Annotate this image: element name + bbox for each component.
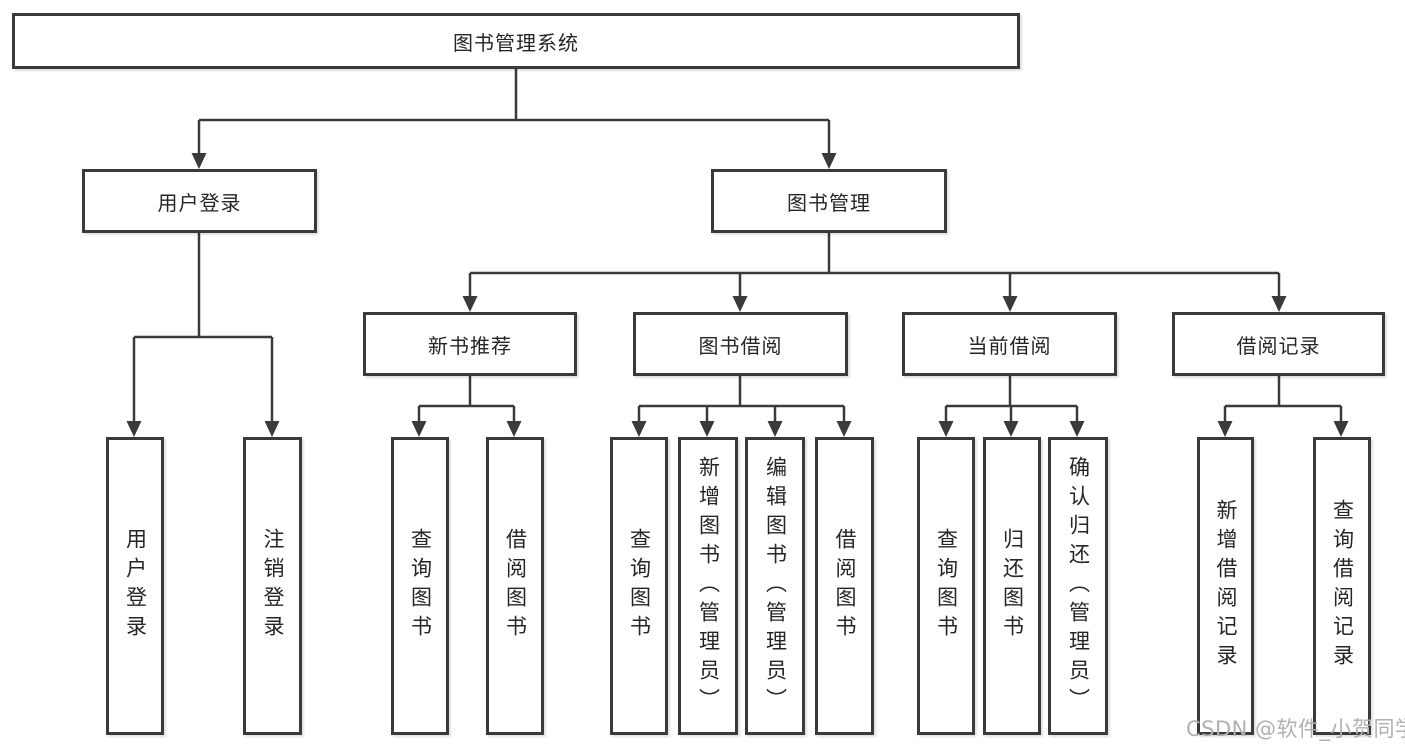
node-current-borrowing: 当前借阅 (902, 312, 1117, 376)
node-borrowing-records: 借阅记录 (1172, 312, 1385, 376)
node-query-books-recommend-label: 查询图书 (408, 528, 433, 644)
node-borrowing-records-label: 借阅记录 (1236, 333, 1321, 358)
node-add-books-admin: 新增图书（管理员） (678, 437, 738, 735)
node-book-management: 图书管理 (711, 169, 947, 233)
node-logout-label: 注销登录 (261, 528, 285, 644)
node-return-books: 归还图书 (983, 437, 1041, 735)
node-new-book-recommend: 新书推荐 (363, 312, 577, 376)
node-confirm-return-admin-label: 确认归还（管理员） (1066, 455, 1091, 717)
node-library-system: 图书管理系统 (12, 13, 1020, 69)
node-query-books-borrowing-label: 查询图书 (627, 528, 652, 644)
node-user-login: 用户登录 (106, 437, 164, 735)
node-query-borrow-record-label: 查询借阅记录 (1330, 499, 1355, 673)
node-query-books-current: 查询图书 (917, 437, 975, 735)
node-query-books-borrowing: 查询图书 (610, 437, 668, 735)
node-query-borrow-record: 查询借阅记录 (1313, 437, 1371, 735)
node-query-books-recommend: 查询图书 (391, 437, 449, 735)
node-new-book-recommend-label: 新书推荐 (428, 333, 512, 358)
node-borrow-books-recommend: 借阅图书 (486, 437, 544, 735)
node-logout: 注销登录 (243, 437, 302, 735)
node-book-borrowing: 图书借阅 (633, 312, 848, 376)
node-add-borrow-record: 新增借阅记录 (1197, 437, 1254, 735)
watermark-text: CSDN @软件_小贺同学 (1186, 717, 1405, 741)
node-borrow-books-borrowing: 借阅图书 (815, 437, 874, 735)
node-library-system-label: 图书管理系统 (453, 30, 579, 55)
node-user-login-label: 用户登录 (123, 528, 148, 644)
node-confirm-return-admin: 确认归还（管理员） (1048, 437, 1108, 735)
node-query-books-current-label: 查询图书 (934, 528, 959, 644)
node-edit-books-admin-label: 编辑图书（管理员） (763, 455, 788, 717)
node-edit-books-admin: 编辑图书（管理员） (745, 437, 805, 735)
node-book-borrowing-label: 图书借阅 (698, 333, 783, 358)
node-add-books-admin-label: 新增图书（管理员） (696, 455, 721, 717)
node-add-borrow-record-label: 新增借阅记录 (1214, 499, 1238, 673)
node-return-books-label: 归还图书 (1000, 528, 1025, 644)
node-borrow-books-recommend-label: 借阅图书 (503, 528, 528, 644)
node-user-login-branch-label: 用户登录 (157, 190, 242, 215)
node-borrow-books-borrowing-label: 借阅图书 (833, 528, 857, 644)
node-current-borrowing-label: 当前借阅 (967, 333, 1052, 358)
node-book-management-label: 图书管理 (787, 190, 871, 215)
node-user-login-branch: 用户登录 (82, 169, 317, 233)
